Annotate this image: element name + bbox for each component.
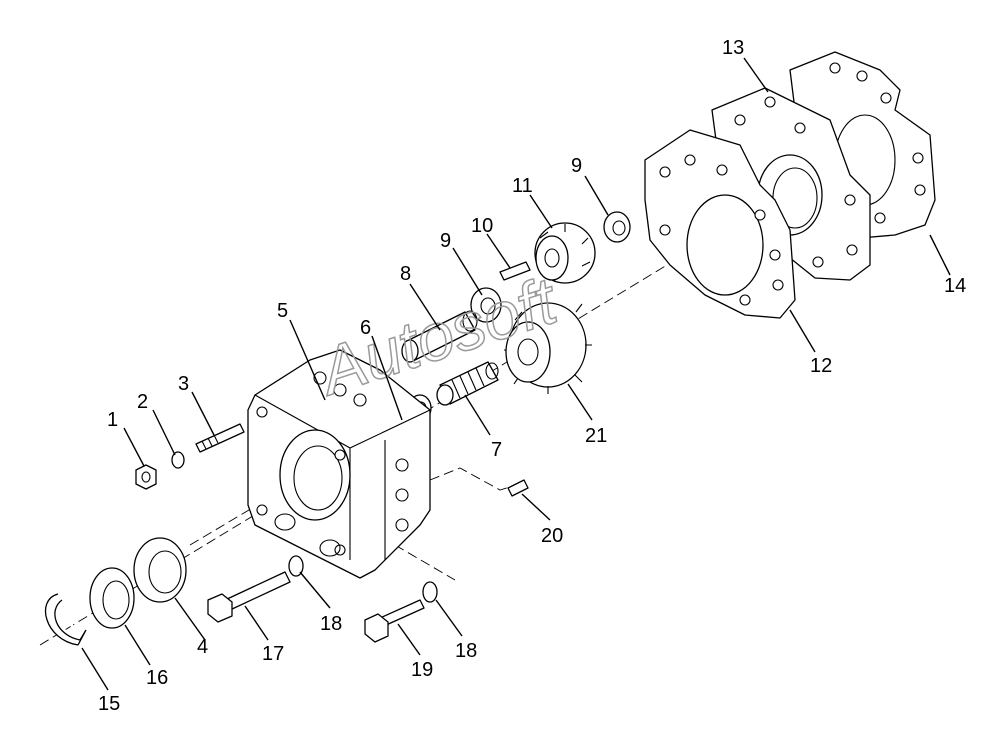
- thrust-washer-left: [470, 287, 502, 323]
- lock-washer: [171, 451, 185, 469]
- callout-6: 6: [360, 317, 371, 339]
- front-gasket: [644, 129, 796, 319]
- thrust-washer-right: [603, 211, 631, 243]
- callout-18-upper: 18: [320, 613, 342, 635]
- callout-4: 4: [197, 636, 208, 658]
- drive-gear: [504, 302, 592, 394]
- callout-9-left: 9: [440, 230, 451, 252]
- callout-3: 3: [178, 373, 189, 395]
- callout-15: 15: [98, 693, 120, 715]
- callout-8: 8: [400, 263, 411, 285]
- hex-nut: [135, 464, 157, 490]
- callout-14: 14: [944, 275, 966, 297]
- stud: [195, 423, 245, 453]
- pump-housing: [247, 349, 431, 579]
- watermark: Autosoft: [308, 262, 568, 409]
- callout-10: 10: [471, 215, 493, 237]
- callouts: 1 2 3 4 5 6 7 8 9 9 10 11 12 13 14 15 16…: [98, 37, 966, 715]
- washer-upper: [288, 555, 304, 577]
- washer-lower: [422, 581, 438, 603]
- callout-11: 11: [512, 175, 533, 197]
- long-bolt: [207, 571, 291, 623]
- drive-shaft: [436, 361, 499, 406]
- callout-13: 13: [722, 37, 744, 59]
- locating-pin: [507, 479, 529, 497]
- callout-21: 21: [585, 425, 607, 447]
- oil-seal: [133, 537, 187, 603]
- callout-18-lower: 18: [455, 640, 477, 662]
- callout-9-right: 9: [571, 155, 582, 177]
- short-bolt: [364, 599, 425, 643]
- snap-ring: [44, 593, 87, 646]
- spacer-ring: [89, 567, 135, 629]
- leader-lines: [81, 57, 951, 691]
- callout-12: 12: [810, 355, 832, 377]
- callout-20: 20: [541, 525, 563, 547]
- callout-16: 16: [146, 667, 168, 689]
- idler-shaft: [401, 310, 478, 363]
- callout-2: 2: [137, 391, 148, 413]
- callout-1: 1: [107, 409, 118, 431]
- driven-gear: [534, 222, 596, 284]
- dowel-pin: [499, 261, 531, 281]
- callout-7: 7: [491, 439, 502, 461]
- callout-17: 17: [262, 643, 284, 665]
- callout-19: 19: [411, 659, 433, 681]
- callout-5: 5: [277, 300, 288, 322]
